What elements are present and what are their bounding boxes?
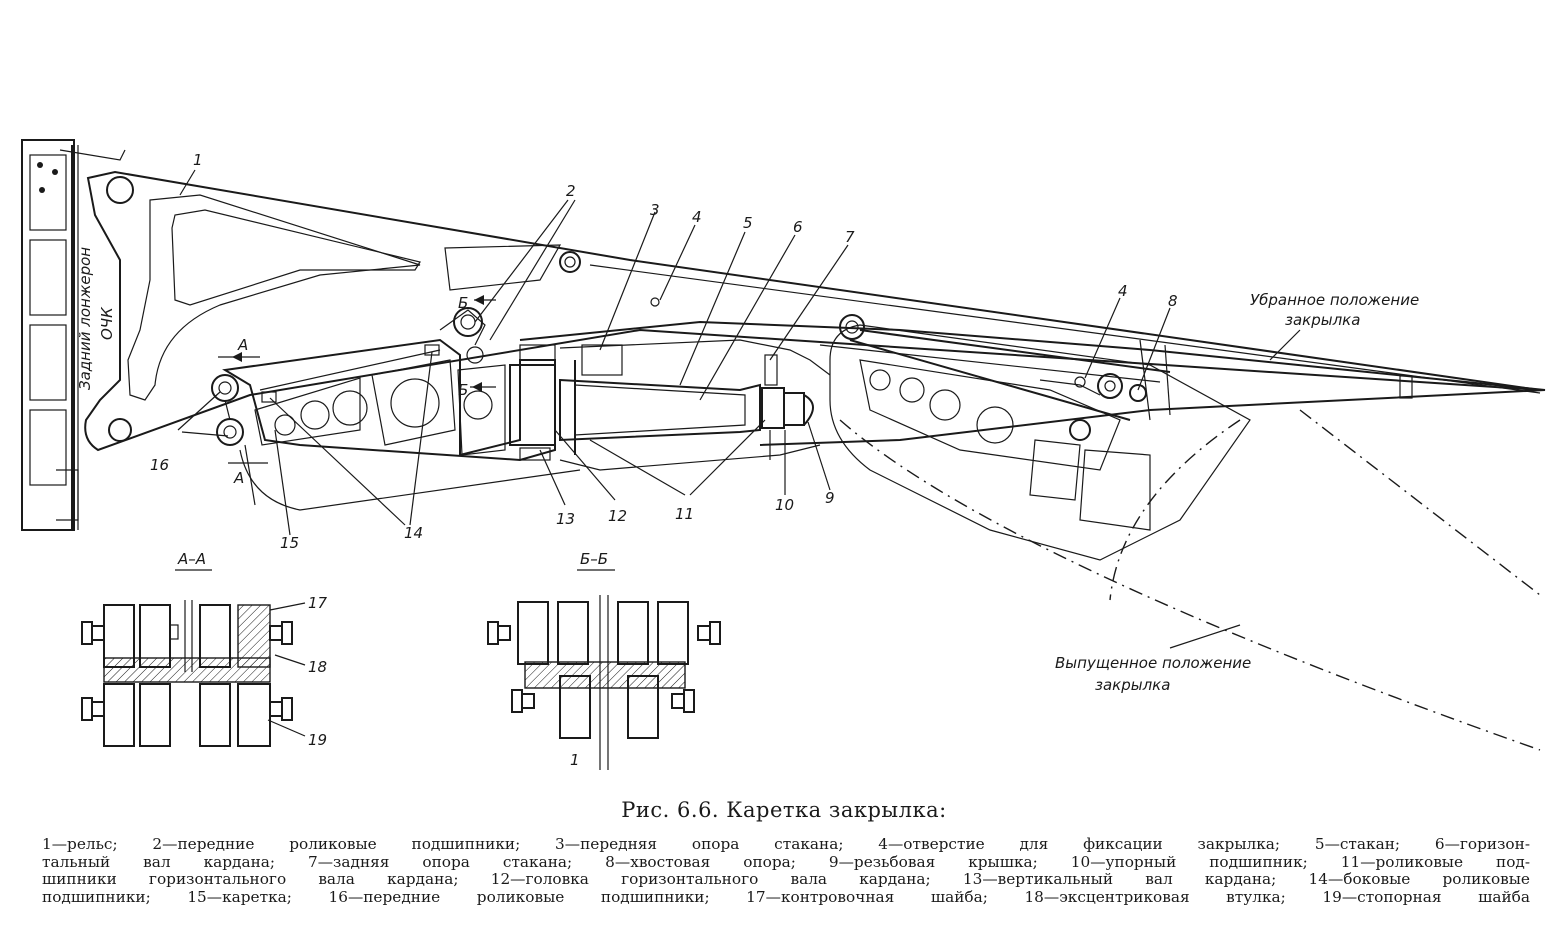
callout-1: 1 (193, 151, 203, 169)
rail (84, 170, 1541, 452)
callout-18: 18 (308, 658, 327, 676)
callout-10: 10 (775, 496, 794, 514)
callout-19: 19 (308, 731, 327, 749)
section-a-bottom: A (233, 469, 244, 487)
flap-carriage-drawing: A A Б Б 1 2 3 4 5 6 7 4 8 (21, 139, 1546, 770)
rear-spar (21, 139, 126, 531)
retracted-note-line1: Убранное положение (1250, 291, 1419, 309)
legend-line-1: 1—рельс; 2—передние роликовые подшипники… (42, 835, 1530, 853)
section-bb: Б–Б 1 (487, 550, 721, 770)
flap-extended (829, 314, 1251, 561)
spar-note-line2: ОЧК (98, 306, 116, 340)
section-aa: А–А 17 18 19 (81, 550, 328, 749)
extended-note-line1: Выпущенное положение (1055, 654, 1251, 672)
section-b-top: Б (458, 294, 468, 312)
section-marks: A A Б Б (218, 294, 496, 487)
callout-13: 13 (556, 510, 575, 528)
extended-flap-edge (1299, 409, 1541, 596)
callout-numbers: 1 2 3 4 5 6 7 4 8 16 15 14 13 12 11 10 9 (150, 151, 1178, 552)
figure-legend: 1—рельс; 2—передние роликовые подшипники… (42, 835, 1530, 906)
legend-line-4: подшипники; 15—каретка; 16—передние роли… (42, 887, 1530, 906)
section-bb-foot: 1 (570, 751, 580, 769)
callout-9: 9 (825, 489, 835, 507)
callout-14: 14 (404, 524, 423, 542)
figure-caption-title: Рис. 6.6. Каретка закрылка: (621, 798, 947, 822)
callout-7: 7 (845, 228, 855, 246)
section-aa-title: А–А (177, 550, 206, 568)
spar-note: Задний лонжерон ОЧК (76, 247, 116, 390)
callout-11: 11 (675, 505, 694, 523)
front-roller-bearings-16 (211, 374, 244, 446)
section-a-top: A (237, 336, 248, 354)
spar-note-line1: Задний лонжерон (76, 247, 94, 390)
callout-4: 4 (692, 208, 702, 226)
section-b-bottom: Б (458, 381, 468, 399)
callout-8: 8 (1168, 292, 1178, 310)
legend-line-3: шипники горизонтального вала кардана; 12… (42, 870, 1530, 888)
callout-6: 6 (793, 218, 803, 236)
callout-5: 5 (743, 214, 753, 232)
extended-trailing-edge-path (1109, 419, 1241, 601)
callout-3: 3 (650, 201, 660, 219)
legend-line-2: тальный вал кардана; 7—задняя опора стак… (42, 852, 1530, 871)
gimbal-cup-assembly (509, 297, 831, 471)
callout-16: 16 (150, 456, 169, 474)
callout-15: 15 (280, 534, 299, 552)
flap-retracted (519, 320, 1546, 446)
callout-2: 2 (566, 182, 576, 200)
callout-17: 17 (308, 594, 328, 612)
callout-12: 12 (608, 507, 627, 525)
extended-flap-arc (839, 419, 1541, 751)
section-bb-title: Б–Б (580, 550, 608, 568)
extended-note-line2: закрылка (1095, 676, 1170, 694)
leader-lines (177, 169, 1171, 536)
retracted-note-line2: закрылка (1285, 311, 1360, 329)
callout-4b: 4 (1118, 282, 1128, 300)
